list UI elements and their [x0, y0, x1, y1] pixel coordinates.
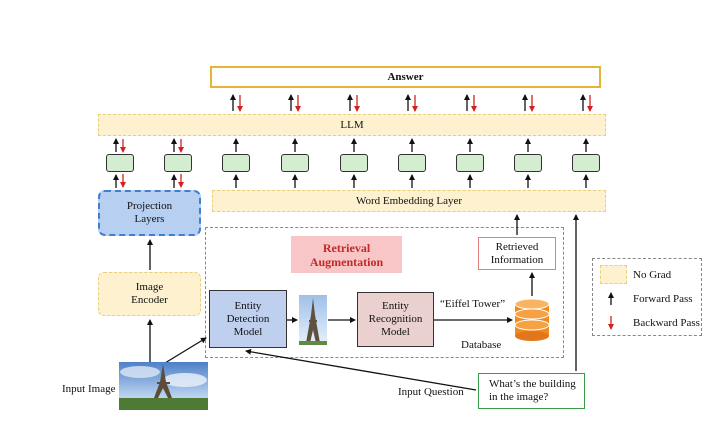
embedding-token	[340, 154, 368, 172]
retrieved-info-label: Retrieved Information	[490, 240, 544, 266]
legend-no-grad-label: No Grad	[633, 269, 672, 281]
answer-box: Answer	[210, 66, 601, 88]
input-question-label: Input Question	[398, 386, 464, 398]
retrieval-augmentation-label: Retrieval Augmentation	[309, 240, 384, 269]
retrieval-augmentation-region	[205, 227, 564, 358]
embedding-token	[106, 154, 134, 172]
llm-label: LLM	[340, 118, 364, 131]
image-detection-arrow	[164, 337, 207, 364]
projection-layers-box: Projection Layers	[98, 190, 201, 236]
entity-recognition-label: Entity Recognition Model	[368, 300, 423, 338]
image-encoder-label: Image Encoder	[131, 281, 168, 306]
legend-forward-label: Forward Pass	[633, 293, 693, 305]
embedding-token	[222, 154, 250, 172]
answer-llm-arrows	[230, 94, 593, 112]
embedding-token	[514, 154, 542, 172]
word-embedding-label: Word Embedding Layer	[355, 194, 463, 207]
legend-backward-label: Backward Pass	[633, 317, 700, 329]
legend-no-grad-swatch	[600, 265, 627, 284]
projection-label: Projection Layers	[126, 200, 173, 225]
database-icon	[514, 298, 550, 341]
entity-recognition-model-box: Entity Recognition Model	[357, 292, 434, 347]
input-image-label: Input Image	[62, 383, 116, 395]
input-image-photo	[119, 362, 208, 410]
embedding-token	[164, 154, 192, 172]
embedding-token	[398, 154, 426, 172]
word-embedding-layer-box: Word Embedding Layer	[212, 190, 606, 212]
embedding-token-arrows	[233, 174, 589, 188]
entity-detection-label: Entity Detection Model	[226, 299, 270, 338]
projection-token-arrows	[113, 174, 184, 188]
answer-label: Answer	[387, 70, 424, 83]
database-label: Database	[461, 339, 502, 351]
question-detection-arrow	[245, 348, 477, 391]
llm-box: LLM	[98, 114, 606, 136]
token-llm-arrows	[113, 138, 589, 153]
embedding-token	[281, 154, 309, 172]
cropped-eiffel-image	[299, 295, 327, 345]
retrieval-augmentation-title: Retrieval Augmentation	[291, 236, 402, 273]
question-text: What’s the building in the image?	[489, 378, 576, 403]
input-question-box: What’s the building in the image?	[478, 373, 585, 409]
embedding-token	[572, 154, 600, 172]
retrieved-information-box: Retrieved Information	[478, 237, 556, 270]
legend-box	[592, 258, 702, 336]
embedding-token	[456, 154, 484, 172]
eiffel-tower-quote: “Eiffel Tower”	[440, 298, 506, 310]
entity-detection-model-box: Entity Detection Model	[209, 290, 287, 348]
image-encoder-box: Image Encoder	[98, 272, 201, 316]
